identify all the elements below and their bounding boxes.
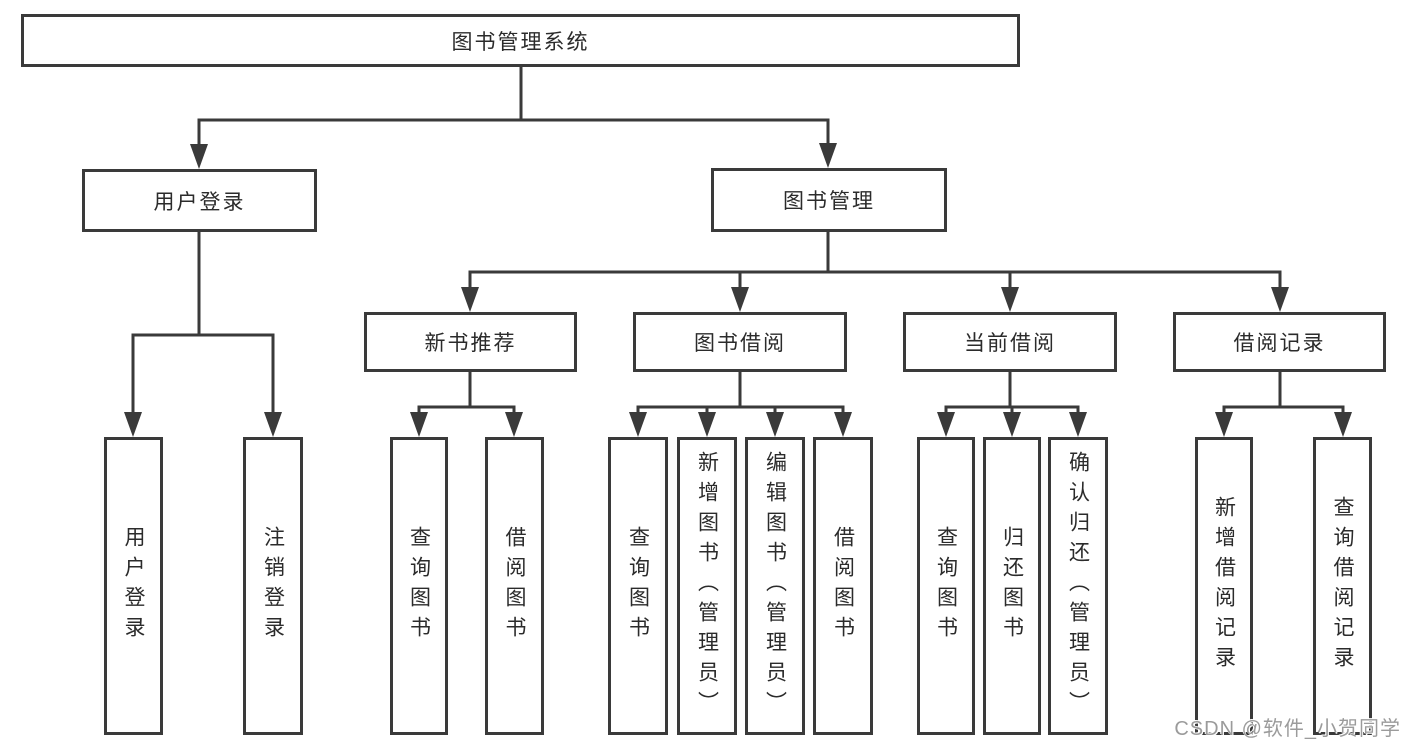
leaf-add-book-admin: 新增图书（管理员）	[677, 437, 737, 735]
leaf-borrow-book: 借阅图书	[813, 437, 873, 735]
node-book-management-label: 图书管理	[783, 190, 875, 213]
node-borrow-records: 借阅记录	[1173, 312, 1386, 372]
leaf-return-book-label: 归还图书	[1000, 526, 1024, 646]
arrowheads	[124, 143, 1352, 437]
leaf-add-book-admin-label: 新增图书（管理员）	[695, 451, 719, 721]
leaf-recommend-borrow-book: 借阅图书	[485, 437, 544, 735]
leaf-borrow-query-book: 查询图书	[608, 437, 668, 735]
node-current-borrow-label: 当前借阅	[964, 332, 1056, 355]
leaf-add-borrow-record: 新增借阅记录	[1195, 437, 1253, 735]
leaf-borrow-book-label: 借阅图书	[831, 526, 855, 646]
leaf-recommend-borrow-book-label: 借阅图书	[503, 526, 526, 646]
csdn-watermark: CSDN @软件_小贺同学	[1174, 718, 1401, 740]
node-book-borrow: 图书借阅	[633, 312, 847, 372]
node-user-login: 用户登录	[82, 169, 317, 232]
node-borrow-records-label: 借阅记录	[1233, 332, 1326, 355]
leaf-add-borrow-record-label: 新增借阅记录	[1212, 496, 1236, 676]
leaf-recommend-query-book: 查询图书	[390, 437, 448, 735]
leaf-query-borrow-record-label: 查询借阅记录	[1331, 496, 1354, 676]
node-root-label: 图书管理系统	[451, 30, 590, 54]
leaf-recommend-query-book-label: 查询图书	[407, 526, 431, 646]
leaf-confirm-return-admin: 确认归还（管理员）	[1048, 437, 1108, 735]
node-root: 图书管理系统	[21, 14, 1020, 67]
leaf-logout: 注销登录	[243, 437, 303, 735]
leaf-logout-label: 注销登录	[261, 526, 285, 646]
node-book-management: 图书管理	[711, 168, 947, 232]
leaf-user-login-label: 用户登录	[122, 526, 145, 646]
leaf-confirm-return-admin-label: 确认归还（管理员）	[1066, 451, 1090, 721]
leaf-borrow-query-book-label: 查询图书	[626, 526, 650, 646]
node-book-borrow-label: 图书借阅	[694, 332, 786, 355]
leaf-return-book: 归还图书	[983, 437, 1041, 735]
node-new-book-recommend: 新书推荐	[364, 312, 577, 372]
node-current-borrow: 当前借阅	[903, 312, 1117, 372]
leaf-current-query-book: 查询图书	[917, 437, 975, 735]
leaf-query-borrow-record: 查询借阅记录	[1313, 437, 1372, 735]
leaf-user-login: 用户登录	[104, 437, 163, 735]
leaf-current-query-book-label: 查询图书	[934, 526, 958, 646]
node-user-login-label: 用户登录	[153, 190, 246, 214]
leaf-edit-book-admin-label: 编辑图书（管理员）	[763, 451, 787, 721]
node-new-book-recommend-label: 新书推荐	[424, 332, 517, 355]
leaf-edit-book-admin: 编辑图书（管理员）	[745, 437, 805, 735]
